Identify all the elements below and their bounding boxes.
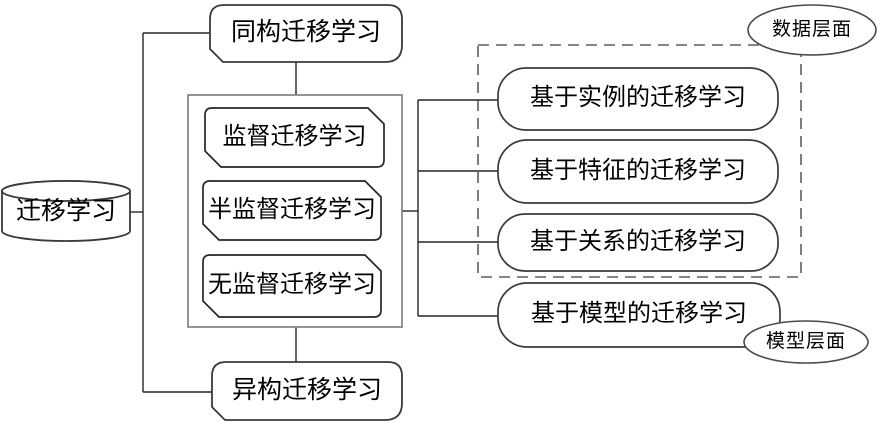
instance-node-shape xyxy=(497,67,779,131)
model-level-ellipse-shape xyxy=(743,320,869,364)
cylinder-top-rim xyxy=(1,180,131,202)
root-cylinder-shape xyxy=(1,180,131,242)
model-node-shape xyxy=(497,282,781,348)
heterogeneous-node-shape xyxy=(211,361,403,421)
feature-node-shape xyxy=(497,139,779,204)
connector-lines xyxy=(130,32,498,393)
homogeneous-node-shape xyxy=(209,4,403,63)
relation-node-shape xyxy=(497,213,779,272)
data-level-dashed-group xyxy=(477,44,802,278)
supervised-card-shape xyxy=(204,107,385,168)
data-level-ellipse-shape xyxy=(747,4,877,56)
semi-supervised-card-shape xyxy=(202,180,382,241)
unsupervised-card-shape xyxy=(202,254,382,318)
